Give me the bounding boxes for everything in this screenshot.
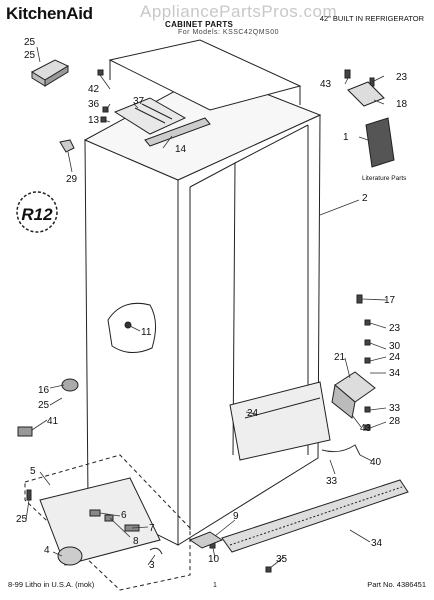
callout-43b: 43 xyxy=(360,423,372,434)
part-24-kickplate-frame xyxy=(229,381,331,461)
callout-4: 4 xyxy=(44,545,50,556)
part-42-bolt xyxy=(17,426,33,437)
part-16-roller xyxy=(61,378,79,392)
control-housing xyxy=(113,97,211,147)
callout-21: 21 xyxy=(334,352,346,363)
base-assembly-detail xyxy=(24,454,191,591)
part-27-clip xyxy=(59,139,75,153)
callout-27: 29 xyxy=(66,174,78,185)
callout-23a: 23 xyxy=(389,323,401,334)
callout-9: 9 xyxy=(233,511,239,522)
callout-10: 10 xyxy=(208,554,220,565)
part-18-hinge xyxy=(347,81,385,107)
literature-parts-part-1 xyxy=(365,117,395,168)
callout-5: 5 xyxy=(30,466,36,477)
callout-41: 42 xyxy=(88,84,100,95)
callout-18: 18 xyxy=(396,99,408,110)
part-9-leveler xyxy=(188,531,224,549)
part-34-toe-grille xyxy=(221,479,409,553)
r12-stamp: R12 xyxy=(16,191,58,233)
callout-17: 17 xyxy=(384,295,396,306)
part-21-hinge xyxy=(331,371,376,419)
callout-28: 30 xyxy=(389,341,401,352)
leader-lines xyxy=(25,46,387,569)
watermark: AppliancePartsPros.com xyxy=(140,2,338,21)
callout-26: 28 xyxy=(389,416,401,427)
callout-2: 2 xyxy=(362,193,368,204)
product-name: 42" BUILT IN REFRIGERATOR xyxy=(319,14,424,23)
r12-stamp-text: R12 xyxy=(21,205,53,224)
callout-25b: 25 xyxy=(24,50,36,61)
callout-37: 37 xyxy=(133,96,145,107)
callout-25a: 25 xyxy=(24,37,36,48)
part-25-bracket-top xyxy=(30,59,70,87)
callout-30: 34 xyxy=(389,368,401,379)
callout-labels: 25 25 42 36 37 13 14 29 43 23 18 1 2 17 … xyxy=(16,37,408,571)
callout-16: 16 xyxy=(38,385,50,396)
callout-35: 35 xyxy=(276,554,288,565)
litho-note: 8-99 Litho in U.S.A. (mok) xyxy=(8,580,95,589)
diagram-title: CABINET PARTS xyxy=(165,20,234,29)
callout-40: 40 xyxy=(370,457,382,468)
callout-43a: 43 xyxy=(320,79,332,90)
callout-7: 7 xyxy=(149,523,155,534)
callout-11: 11 xyxy=(141,327,152,338)
callout-42: 41 xyxy=(47,416,59,427)
page-number: 1 xyxy=(213,582,217,589)
callout-14: 14 xyxy=(175,144,187,155)
callout-25d: 25 xyxy=(16,514,28,525)
brand-logo: KitchenAid xyxy=(6,4,93,23)
callout-33: 33 xyxy=(326,476,338,487)
callout-13: 13 xyxy=(88,115,100,126)
model-line: For Models: KSSC42QMS00 xyxy=(178,29,279,36)
callout-22: 23 xyxy=(396,72,408,83)
literature-label: Literature Parts xyxy=(362,175,407,182)
part-number: Part No. 4386451 xyxy=(367,580,426,589)
callout-3: 3 xyxy=(149,560,155,571)
callout-23b: 24 xyxy=(389,352,401,363)
side-bracket-part-11 xyxy=(107,302,156,353)
callout-1: 1 xyxy=(343,132,349,143)
callout-29: 33 xyxy=(389,403,401,414)
callout-8: 8 xyxy=(133,536,139,547)
callout-34: 34 xyxy=(371,538,383,549)
callout-24: 24 xyxy=(247,408,259,419)
part-40-wire xyxy=(321,444,361,456)
callout-36: 36 xyxy=(88,99,100,110)
callout-25c: 25 xyxy=(38,400,50,411)
callout-6: 6 xyxy=(121,510,127,521)
